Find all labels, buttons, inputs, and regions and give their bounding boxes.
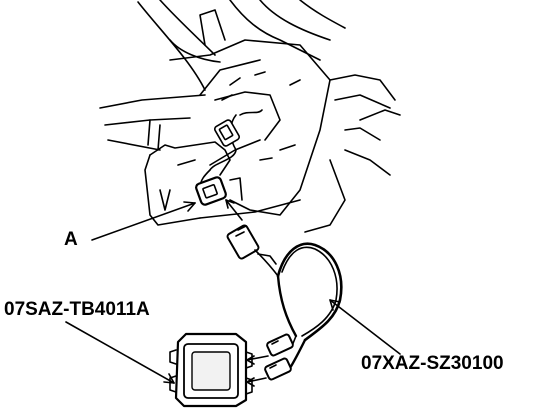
harness	[226, 224, 343, 381]
vehicle-structure	[99, 0, 401, 233]
harness-part-number-callout: 07XAZ-SZ30100	[361, 353, 504, 374]
module-part-number-callout: 07SAZ-TB4011A	[4, 299, 150, 320]
leader-lines	[65, 199, 401, 387]
connector-a	[195, 109, 263, 206]
module-box	[169, 332, 253, 408]
connector-a-callout: A	[64, 229, 78, 250]
